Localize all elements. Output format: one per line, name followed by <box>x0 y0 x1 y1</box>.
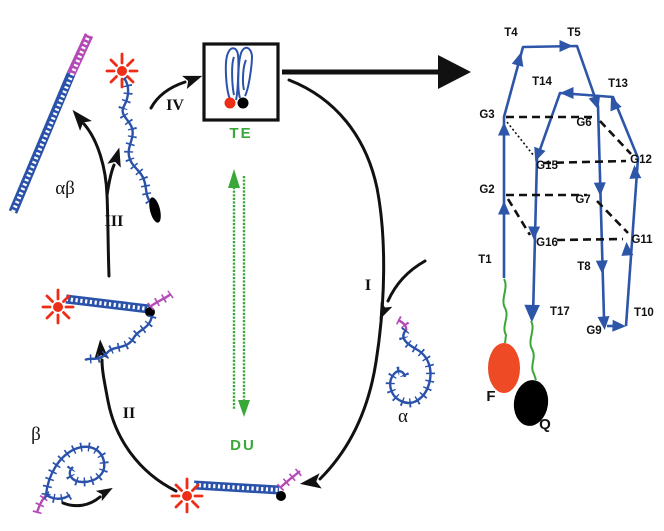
quencher-label: Q <box>539 416 551 433</box>
fluorophore-dot-icon <box>224 97 236 109</box>
step-IV-arrow <box>149 69 205 110</box>
step-III-arrow <box>66 104 127 278</box>
quencher-dot-icon <box>237 97 249 109</box>
base-label-G9: G9 <box>586 325 601 337</box>
alpha-strand <box>385 315 435 408</box>
quencher-dot-icon <box>145 307 155 317</box>
beta-strand <box>32 442 109 515</box>
base-label-T13: T13 <box>608 78 628 90</box>
quencher-oval <box>513 380 549 426</box>
base-label-G11: G11 <box>631 234 653 246</box>
quencher-dot-icon <box>276 491 286 501</box>
base-label-T17: T17 <box>550 306 570 318</box>
base-label-G7: G7 <box>575 194 590 206</box>
fluorophore-starburst-icon <box>170 477 204 514</box>
du-duplex <box>170 467 303 514</box>
fluorophore-starburst-icon <box>105 52 139 89</box>
base-label-G6: G6 <box>576 117 591 129</box>
folded-quadruplex-icon <box>224 46 254 102</box>
te-to-structure-arrow <box>282 55 471 89</box>
base-label-T4: T4 <box>504 27 518 39</box>
quadruplex-structure: T4 T5 T14 T13 G3 G6 G15 G12 G2 G7 G16 G1… <box>478 27 654 433</box>
linker-squiggle-q <box>529 320 537 381</box>
linker-squiggle-f <box>502 278 508 344</box>
alphabeta-duplex-rod <box>8 33 94 214</box>
base-label-G15: G15 <box>536 160 558 172</box>
base-label-T8: T8 <box>577 261 591 273</box>
base-label-G12: G12 <box>630 154 652 166</box>
base-label-G3: G3 <box>479 109 494 121</box>
alpha-label: α <box>398 406 408 427</box>
step-I-arrow <box>287 78 386 492</box>
alphabeta-label: αβ <box>55 178 75 199</box>
step-I-label: I <box>365 277 371 294</box>
quencher-dot-icon <box>149 197 161 223</box>
base-label-G16: G16 <box>536 237 558 249</box>
alpha-join-arrow <box>373 259 427 323</box>
te-du-equilibrium-arrow <box>228 169 250 417</box>
beta-product-duplex <box>41 288 174 365</box>
base-label-T5: T5 <box>567 27 581 39</box>
step-III-label: III <box>105 213 124 230</box>
fluorophore-label: F <box>486 388 495 405</box>
base-label-T10: T10 <box>634 307 654 319</box>
base-label-G2: G2 <box>479 184 494 196</box>
step-IV-label: IV <box>166 97 184 114</box>
base-label-T14: T14 <box>532 76 552 88</box>
step-II-label: II <box>123 405 135 422</box>
base-label-T1: T1 <box>478 254 492 266</box>
step-II-arrow <box>61 338 178 508</box>
fluorophore-oval <box>488 343 520 393</box>
te-state-label: TE <box>229 125 252 142</box>
te-state-box <box>202 42 280 122</box>
fluorophore-starburst-icon <box>41 288 75 325</box>
te-precursor-strand <box>105 52 161 223</box>
beta-label: β <box>31 424 41 445</box>
du-state-label: DU <box>230 437 256 454</box>
